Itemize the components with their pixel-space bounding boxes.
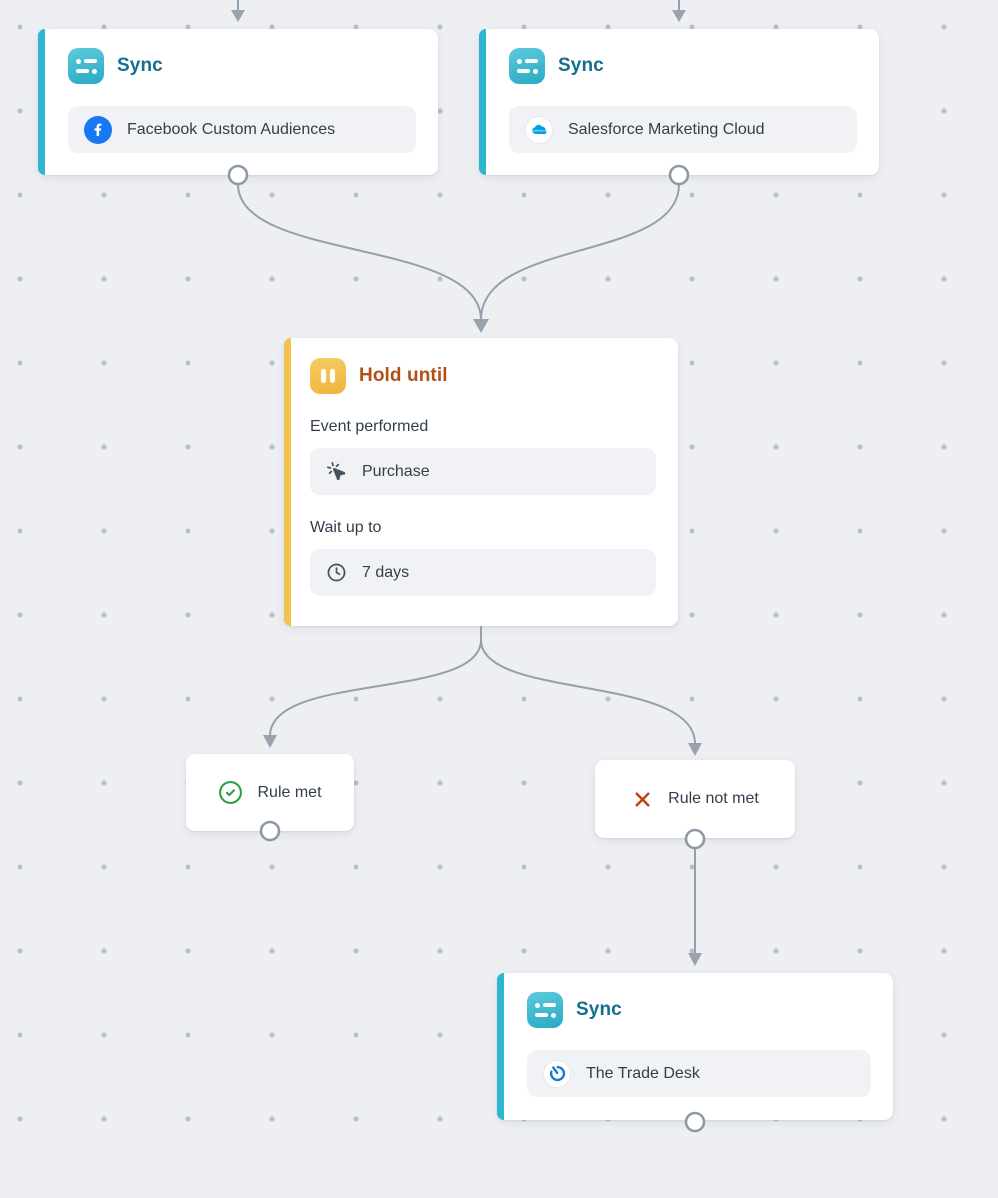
destination-name: Salesforce Marketing Cloud bbox=[568, 120, 765, 138]
wait-value-pill[interactable]: 7 days bbox=[310, 549, 656, 596]
field-label-event: Event performed bbox=[310, 418, 429, 435]
edge-salesforce-to-hold bbox=[480, 183, 680, 321]
x-icon bbox=[631, 788, 654, 811]
rule-not-met-label: Rule not met bbox=[668, 790, 759, 807]
svg-text:salesforce: salesforce bbox=[532, 128, 546, 132]
destination-name: The Trade Desk bbox=[586, 1064, 700, 1082]
sync-accent-bar bbox=[38, 29, 45, 175]
sync-icon bbox=[527, 992, 563, 1028]
destination-pill[interactable]: salesforce Salesforce Marketing Cloud bbox=[509, 106, 857, 153]
node-title: Sync bbox=[558, 55, 604, 76]
check-circle-icon bbox=[218, 780, 243, 805]
node-title: Hold until bbox=[359, 365, 448, 386]
edge-hold-to-rule-met bbox=[269, 639, 482, 737]
arrowhead bbox=[688, 743, 702, 756]
salesforce-icon: salesforce bbox=[525, 115, 553, 144]
cursor-click-icon bbox=[326, 461, 347, 482]
arrowhead bbox=[473, 319, 489, 333]
edge-facebook-to-hold bbox=[237, 183, 482, 321]
arrowhead bbox=[688, 953, 702, 966]
wait-value: 7 days bbox=[362, 563, 410, 581]
node-sync-tradedesk[interactable]: Sync The Trade Desk bbox=[497, 973, 893, 1120]
node-rule-met[interactable]: Rule met bbox=[186, 754, 354, 831]
field-label-wait: Wait up to bbox=[310, 519, 382, 536]
destination-name: Facebook Custom Audiences bbox=[127, 120, 336, 138]
node-title: Sync bbox=[117, 55, 163, 76]
event-value: Purchase bbox=[362, 462, 430, 480]
tradedesk-icon bbox=[543, 1059, 571, 1088]
hold-accent-bar bbox=[284, 338, 291, 626]
node-sync-salesforce[interactable]: Sync salesforce Salesforce Marketing Clo… bbox=[479, 29, 879, 175]
rule-met-label: Rule met bbox=[257, 783, 322, 801]
arrowhead bbox=[672, 10, 686, 22]
edge-hold-to-rule-not-met bbox=[480, 639, 696, 745]
sync-accent-bar bbox=[479, 29, 486, 175]
clock-icon bbox=[326, 562, 347, 583]
destination-pill[interactable]: Facebook Custom Audiences bbox=[68, 106, 416, 153]
node-rule-not-met[interactable]: Rule not met bbox=[595, 760, 795, 838]
facebook-icon bbox=[84, 115, 112, 144]
sync-accent-bar bbox=[497, 973, 504, 1120]
sync-icon bbox=[509, 48, 545, 84]
pause-icon bbox=[310, 358, 346, 394]
destination-pill[interactable]: The Trade Desk bbox=[527, 1050, 871, 1097]
arrowhead bbox=[263, 735, 277, 748]
arrowhead bbox=[231, 10, 245, 22]
sync-icon bbox=[68, 48, 104, 84]
node-hold-until[interactable]: Hold until Event performed Purchase Wait… bbox=[284, 338, 678, 626]
node-sync-facebook[interactable]: Sync Facebook Custom Audiences bbox=[38, 29, 438, 175]
node-title: Sync bbox=[576, 999, 622, 1020]
event-value-pill[interactable]: Purchase bbox=[310, 448, 656, 495]
